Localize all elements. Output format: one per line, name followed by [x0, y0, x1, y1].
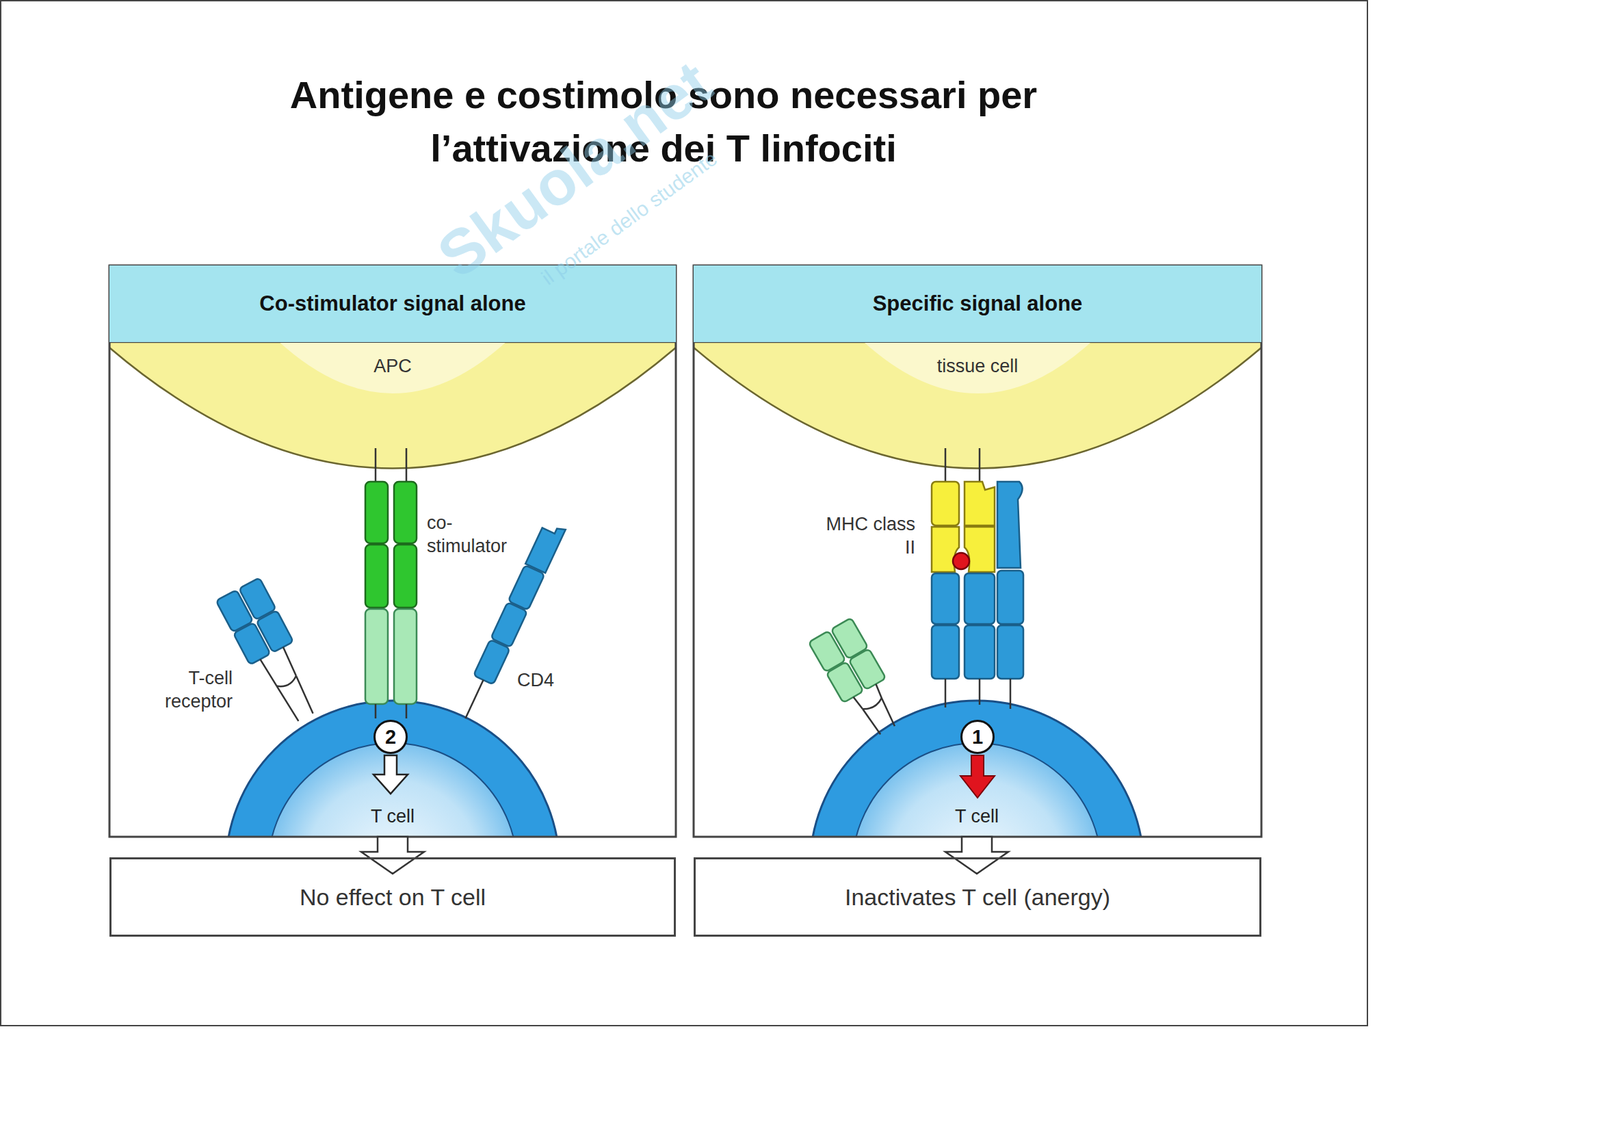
part-label: co- stimulator — [426, 511, 537, 559]
part-label: T-cell receptor — [129, 666, 233, 714]
part-label: MHC class II — [812, 513, 916, 560]
band-label: Specific signal alone — [693, 291, 1262, 317]
result-box: No effect on T cell — [109, 857, 676, 937]
block-arrow — [945, 836, 1009, 874]
co-stimulator-molecule — [365, 448, 417, 719]
mhc-class-ii-molecule — [931, 448, 1024, 709]
tcell-label: T cell — [224, 805, 561, 828]
header-band: Co-stimulator signal alone — [109, 265, 676, 343]
header-band: Specific signal alone — [693, 265, 1262, 343]
panel-frame — [109, 265, 676, 837]
t-cell-receptor — [216, 577, 328, 729]
result-box: Inactivates T cell (anergy) — [693, 857, 1262, 937]
tcell-label: T cell — [808, 805, 1146, 828]
cell-shape: APC — [109, 342, 676, 472]
result-label: Inactivates T cell (anergy) — [695, 883, 1260, 911]
block-arrow — [361, 836, 425, 874]
part-label: CD4 — [517, 669, 579, 693]
cell-label: tissue cell — [693, 355, 1262, 377]
callout-number: 1 — [960, 719, 995, 754]
cell-shape: tissue cell — [693, 342, 1262, 472]
cell-label: APC — [109, 355, 676, 377]
result-label: No effect on T cell — [111, 883, 674, 911]
band-label: Co-stimulator signal alone — [109, 291, 676, 317]
panel-frame — [693, 265, 1262, 837]
slide-frame — [0, 0, 1368, 1026]
callout-number: 2 — [373, 719, 408, 754]
